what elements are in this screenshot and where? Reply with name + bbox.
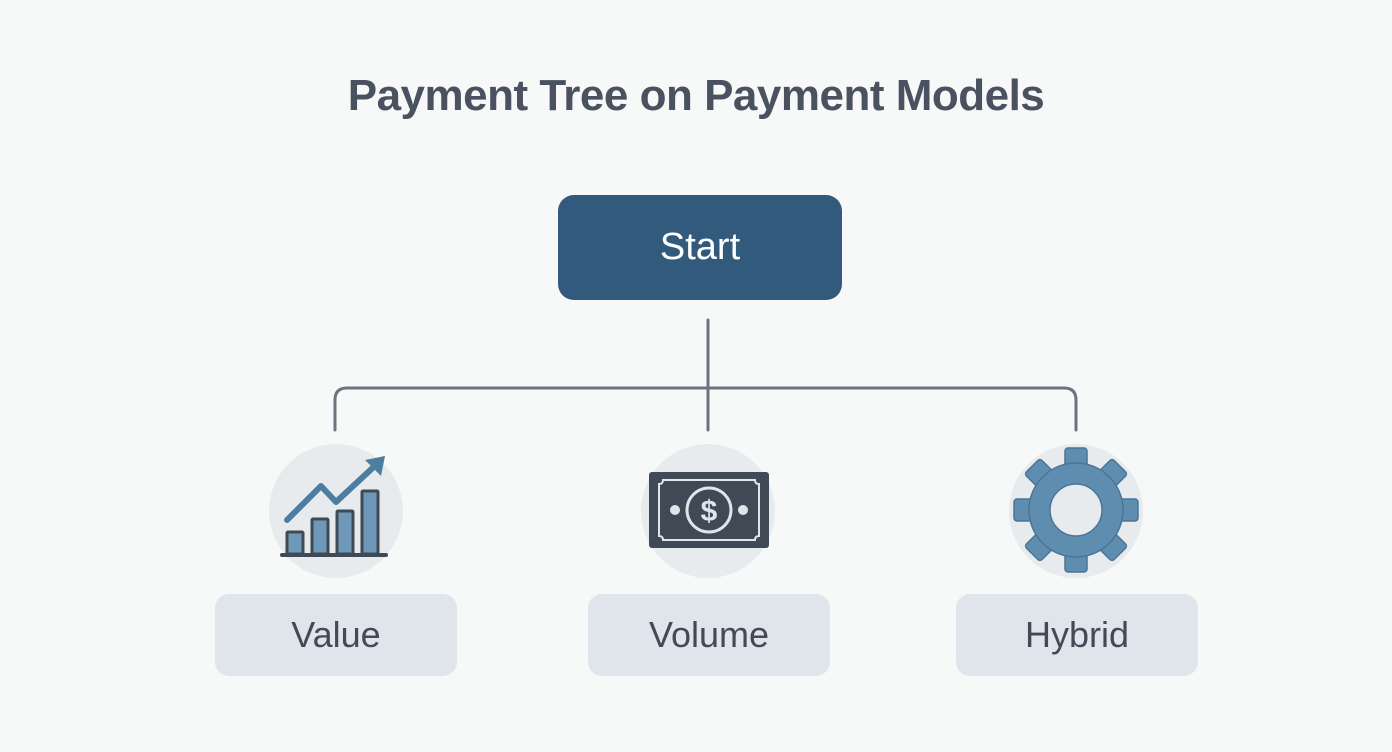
hybrid-icon-circle: [1009, 444, 1143, 578]
branch-hybrid[interactable]: Hybrid: [956, 594, 1198, 676]
growth-chart-icon: [280, 456, 388, 557]
branch-bar-line: [333, 386, 1078, 432]
start-node[interactable]: Start: [558, 195, 842, 300]
gear-icon: [1013, 447, 1139, 573]
svg-text:$: $: [701, 495, 718, 528]
branch-volume[interactable]: Volume: [588, 594, 830, 676]
value-icon-circle: [269, 444, 403, 578]
volume-icon-circle: $: [641, 444, 775, 578]
dollar-bill-icon: $: [649, 472, 769, 548]
page-title: Payment Tree on Payment Models: [347, 71, 1045, 120]
branch-value[interactable]: Value: [215, 594, 457, 676]
